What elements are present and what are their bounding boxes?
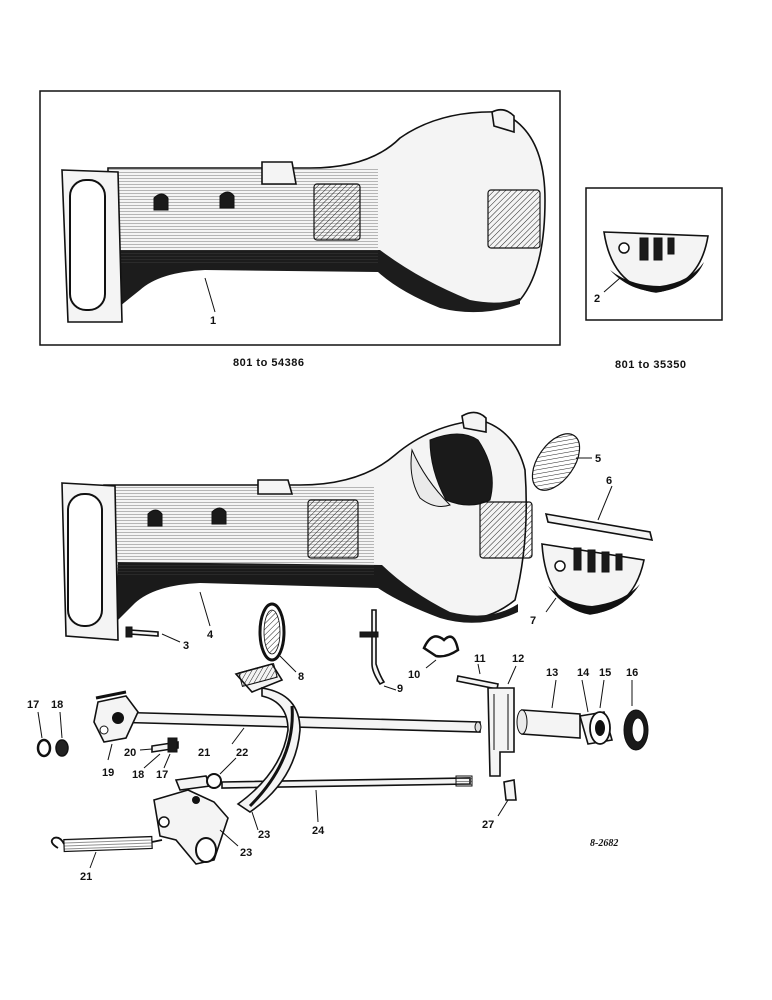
part-23-return-spring [50,835,163,853]
callout-label: 23 [240,847,252,859]
rear-cover-inset [603,231,709,293]
caption-top-main: 801 to 54386 [233,357,304,369]
leader-line [231,727,245,745]
callout-label: 13 [546,667,558,679]
top-housing-panel [39,90,561,346]
leader-line [143,753,161,769]
leader-line [37,711,43,739]
callout-label: 8 [298,671,304,683]
callout-label: 10 [408,669,420,681]
callout-label: 1 [210,315,216,327]
callout-label: 5 [595,453,601,465]
leader-line [497,799,509,817]
leader-line [219,829,239,847]
top-inset-panel: 2 [585,187,723,321]
callout-label: 3 [183,640,189,652]
callout-label: 7 [530,615,536,627]
leader-line [251,811,259,831]
transmission-housing-lower [61,411,533,641]
leader-line [507,665,517,685]
part-25-clutch-pedal [234,662,301,813]
leader-line [163,753,171,769]
callout-label: 16 [626,667,638,679]
leader-line [139,748,153,751]
part-8-gasket [258,602,286,662]
part-22-clevis-eye [206,773,222,789]
callout-label: 14 [577,667,590,679]
callout-label: 23 [258,829,270,841]
leader-line [219,757,237,775]
callout-label: 18 [132,769,144,781]
callout-label: 4 [207,629,214,641]
part-3-bolt-head [125,626,133,638]
callout-label: 22 [236,747,248,759]
leader-line [551,679,557,709]
part-27-bolt [503,779,517,801]
part-12-arm [487,687,515,777]
part-22-clevis [174,775,212,791]
callout-label: 9 [397,683,403,695]
part-7-rear-cover [541,543,645,615]
callout-label: 12 [512,653,524,665]
callout-label: 15 [599,667,611,679]
leader-line [204,277,216,313]
callout-label: 20 [124,747,136,759]
leader-line [477,663,481,675]
callout-label: 21 [198,747,210,759]
callout-label: 19 [102,767,114,779]
leader-line [315,789,319,823]
callout-label: 17 [156,769,168,781]
part-5-cover-plate [531,433,581,491]
leader-line [59,711,63,739]
part-24-pedal-lever [153,789,229,865]
part-9-lever-pin [359,631,379,638]
inset-panel-frame [585,187,723,321]
leader-line [597,485,613,521]
part-17-washer [36,738,52,758]
part-18-nut [55,739,69,757]
callout-label: 18 [51,699,63,711]
leader-line [603,277,621,293]
leader-line [545,597,557,613]
part-17-nut [167,737,178,753]
leader-line [279,655,297,673]
part-14-15-bearing-carrier [578,711,614,745]
callout-label: 6 [606,475,612,487]
leader-line [383,685,397,691]
part-3-bolt [129,629,159,637]
drawing-reference-number: 8-2682 [590,838,618,849]
leader-line [161,633,181,643]
callout-label: 27 [482,819,494,831]
part-9-lever [371,609,386,686]
part-10-clip [422,635,460,658]
callout-label: 24 [312,825,325,837]
transmission-housing-top [61,108,546,323]
callout-label: 17 [27,699,39,711]
top-panel-frame [39,90,561,346]
part-19-lever-bracket [93,690,139,743]
callout-label: 21 [80,871,92,883]
leader-line [89,851,97,869]
leader-line [581,679,589,713]
leader-line [199,591,211,627]
part-8-gasket-face [263,609,281,655]
part-6-shaft [544,513,654,541]
caption-top-inset: 801 to 35350 [615,359,686,371]
part-11-pin [456,675,499,690]
leader-line [425,659,437,669]
callout-label: 2 [594,293,600,305]
callout-label: 11 [474,653,486,665]
part-13-sleeve [521,709,581,739]
leader-line [599,679,605,709]
leader-line [107,743,113,761]
